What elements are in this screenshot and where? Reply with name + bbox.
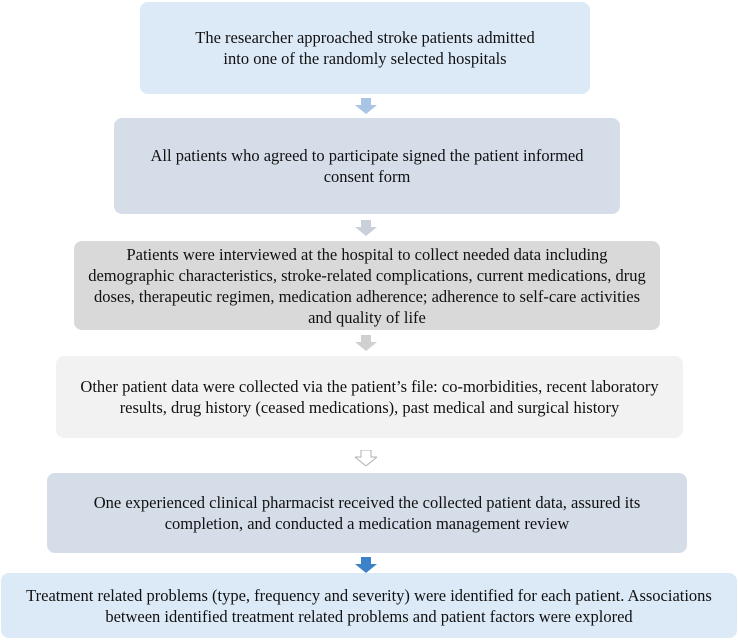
step-6-box: Treatment related problems (type, freque… <box>1 573 737 638</box>
arrow-1-icon <box>355 98 377 114</box>
step-6-text: Treatment related problems (type, freque… <box>26 585 712 626</box>
arrow-3-icon <box>355 335 377 351</box>
step-5-text: One experienced clinical pharmacist rece… <box>93 493 641 533</box>
step-2-box: All patients who agreed to participate s… <box>114 118 620 214</box>
step-4-box: Other patient data were collected via th… <box>56 356 683 438</box>
step-4-text: Other patient data were collected via th… <box>80 377 659 417</box>
step-2-text: All patients who agreed to participate s… <box>150 146 584 186</box>
step-5-box: One experienced clinical pharmacist rece… <box>47 473 687 553</box>
arrow-4-icon <box>355 450 377 466</box>
arrow-5-icon <box>355 557 377 573</box>
step-3-box: Patients were interviewed at the hospita… <box>74 241 660 330</box>
step-1-text: The researcher approached stroke patient… <box>195 28 535 68</box>
step-3-text: Patients were interviewed at the hospita… <box>88 244 646 327</box>
arrow-2-icon <box>355 220 377 236</box>
step-1-box: The researcher approached stroke patient… <box>140 2 590 94</box>
